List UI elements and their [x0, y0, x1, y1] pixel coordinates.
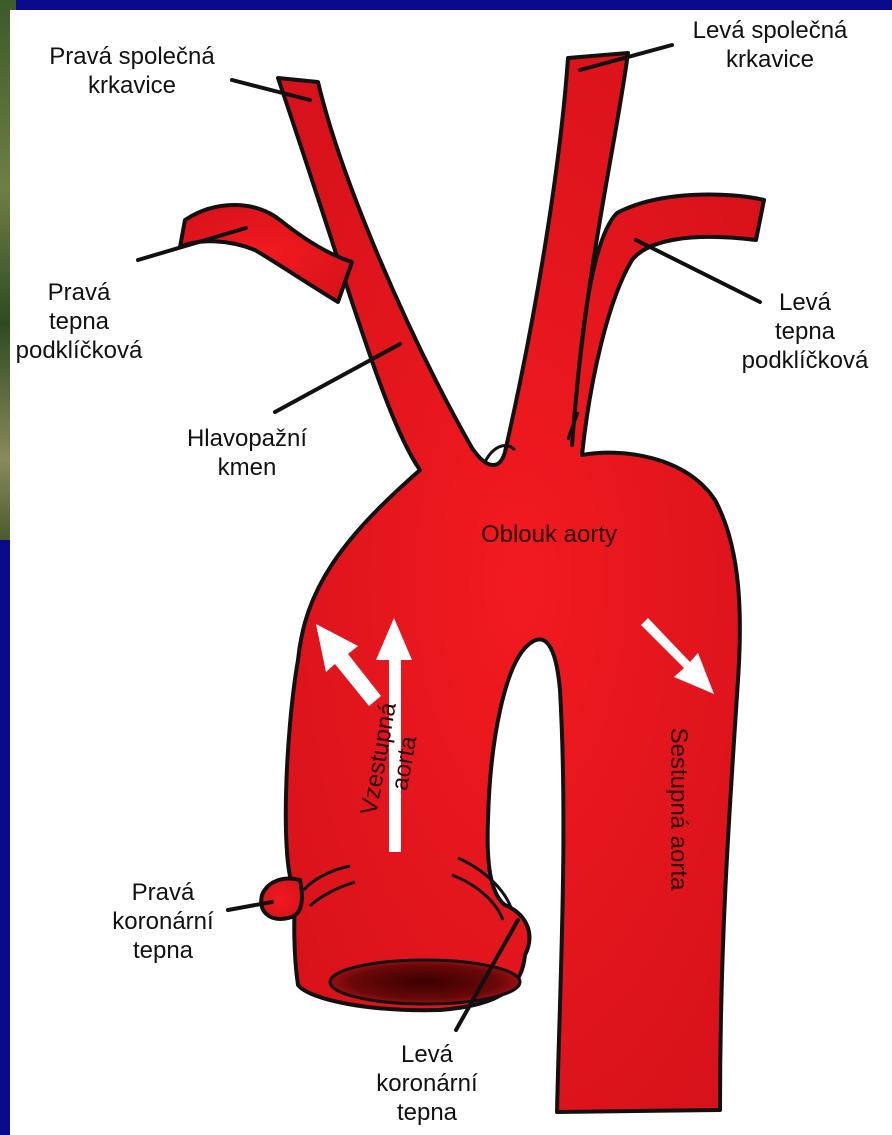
- label-right-subclavian: Pravá tepna podklíčková: [4, 278, 154, 365]
- label-left-subclavian: Levá tepna podklíčková: [718, 288, 892, 375]
- label-right-coronary: Pravá koronární tepna: [88, 878, 238, 965]
- label-aortic-arch: Oblouk aorty: [456, 520, 642, 549]
- label-left-common-carotid: Levá společná krkavice: [660, 16, 880, 74]
- label-brachiocephalic-trunk: Hlavopažní kmen: [162, 424, 332, 482]
- right-coronary-artery: [261, 879, 302, 919]
- label-descending-aorta: Sestupná aorta: [664, 719, 692, 899]
- aorta-body: [278, 53, 764, 1112]
- label-left-coronary: Levá koronární tepna: [362, 1040, 492, 1127]
- label-right-common-carotid: Pravá společná krkavice: [20, 42, 244, 100]
